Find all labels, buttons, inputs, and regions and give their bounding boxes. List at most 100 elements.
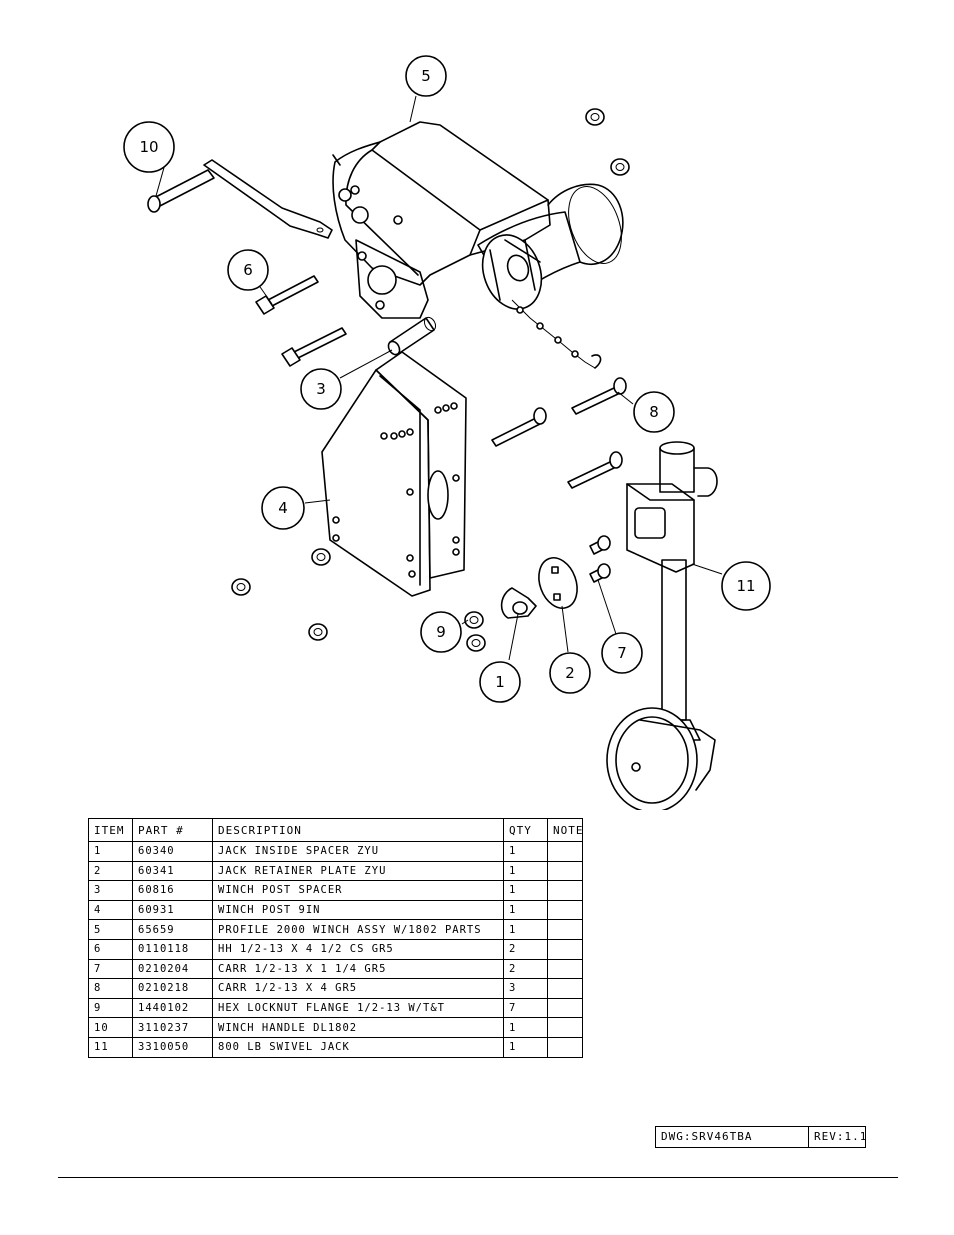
bom-qty: 3 [503,978,548,999]
bom-qty: 1 [503,841,548,862]
bom-part-number: 0210218 [132,978,213,999]
bom-description: CARR 1/2-13 X 1 1/4 GR5 [212,958,504,980]
callout-bubble-10: 10 [123,121,175,173]
bom-qty: 7 [503,997,548,1019]
callout-bubble-11: 11 [721,561,771,611]
table-row: 7 0210204 CARR 1/2-13 X 1 1/4 GR5 2 [88,958,583,980]
callout-bubble-6: 6 [227,249,269,291]
bom-description: WINCH POST 9IN [212,899,504,921]
bom-header-qty: QTY [503,818,548,842]
bom-note [547,997,583,1019]
bom-part-number: 0110118 [132,938,213,960]
table-row: 11 3310050 800 LB SWIVEL JACK 1 [88,1036,583,1058]
bom-header-note: NOTE [547,818,583,842]
callout-label-2: 2 [565,664,575,682]
hex-locknut-parts [231,108,630,652]
callout-label-1: 1 [495,673,505,691]
bom-part-number: 65659 [132,919,213,940]
winch-post-part [321,351,467,597]
swivel-jack-part [606,441,718,810]
winch-assembly-part [332,121,624,369]
callout-bubble-3: 3 [300,368,342,410]
footer-divider [58,1177,898,1178]
bom-note [547,860,583,882]
table-row: 8 0210218 CARR 1/2-13 X 4 GR5 3 [88,978,583,999]
bom-header-item: ITEM [88,818,133,842]
bom-part-number: 60931 [132,899,213,921]
bom-part-number: 3110237 [132,1017,213,1038]
table-row: 6 0110118 HH 1/2-13 X 4 1/2 CS GR5 2 [88,938,583,960]
bom-item: 6 [88,938,133,960]
table-row: 3 60816 WINCH POST SPACER 1 [88,880,583,901]
table-row: 2 60341 JACK RETAINER PLATE ZYU 1 [88,860,583,882]
bom-note [547,919,583,940]
bom-note [547,1017,583,1038]
bom-part-number: 60340 [132,841,213,862]
bom-part-number: 0210204 [132,958,213,980]
bom-item: 9 [88,997,133,1019]
bom-item: 7 [88,958,133,980]
callout-bubble-7: 7 [601,632,643,674]
bom-part-number: 3310050 [132,1036,213,1058]
winch-post-spacer-part [387,316,437,356]
revision-label: REV:1.1 [814,1130,868,1143]
carriage-bolt-short-parts [589,535,611,583]
bom-item: 8 [88,978,133,999]
bom-note [547,899,583,921]
bom-note [547,978,583,999]
table-row: 4 60931 WINCH POST 9IN 1 [88,899,583,921]
bom-description: HEX LOCKNUT FLANGE 1/2-13 W/T&T [212,997,504,1019]
bom-qty: 1 [503,860,548,882]
table-row: 9 1440102 HEX LOCKNUT FLANGE 1/2-13 W/T&… [88,997,583,1019]
callout-label-9: 9 [436,623,446,641]
callout-label-6: 6 [243,261,253,279]
callout-bubble-9: 9 [420,611,462,653]
bom-description: 800 LB SWIVEL JACK [212,1036,504,1058]
table-row: 10 3110237 WINCH HANDLE DL1802 1 [88,1017,583,1038]
bom-part-number: 1440102 [132,997,213,1019]
table-row: 1 60340 JACK INSIDE SPACER ZYU 1 [88,841,583,862]
bom-qty: 1 [503,919,548,940]
bom-qty: 1 [503,1017,548,1038]
title-block: DWG:SRV46TBA REV:1.1 [655,1126,866,1148]
bom-note [547,841,583,862]
bom-part-number: 60816 [132,880,213,901]
exploded-assembly-drawing: 5 10 6 3 4 8 11 9 1 2 7 [123,55,771,810]
bom-qty: 1 [503,899,548,921]
bom-description: JACK RETAINER PLATE ZYU [212,860,504,882]
bom-description: WINCH POST SPACER [212,880,504,901]
callout-bubble-8: 8 [633,391,675,433]
callout-label-10: 10 [139,138,158,156]
callout-label-7: 7 [617,644,627,662]
bom-note [547,880,583,901]
callout-label-8: 8 [649,403,659,421]
bom-item: 1 [88,841,133,862]
carriage-bolt-long-parts [491,377,627,489]
bom-description: JACK INSIDE SPACER ZYU [212,841,504,862]
bom-qty: 2 [503,958,548,980]
bom-description: WINCH HANDLE DL1802 [212,1017,504,1038]
drawing-number: DWG:SRV46TBA [656,1127,809,1147]
bom-note [547,1036,583,1058]
bom-note [547,938,583,960]
callout-bubble-2: 2 [549,652,591,694]
table-row: 5 65659 PROFILE 2000 WINCH ASSY W/1802 P… [88,919,583,940]
callout-bubble-4: 4 [261,486,305,530]
bom-description: PROFILE 2000 WINCH ASSY W/1802 PARTS [212,919,504,940]
callout-bubble-5: 5 [405,55,447,97]
bom-description: CARR 1/2-13 X 4 GR5 [212,978,504,999]
callout-bubble-1: 1 [479,661,521,703]
bom-item: 2 [88,860,133,882]
callout-label-5: 5 [421,67,431,85]
bom-item: 4 [88,899,133,921]
bom-item: 10 [88,1017,133,1038]
callout-label-3: 3 [316,380,326,398]
winch-handle-part [147,159,333,239]
bom-qty: 1 [503,1036,548,1058]
bom-qty: 1 [503,880,548,901]
bom-header-part-number: PART # [132,818,213,842]
callout-label-4: 4 [278,499,288,517]
callout-label-11: 11 [736,577,755,595]
bom-header-row: ITEM PART # DESCRIPTION QTY NOTE [88,818,583,842]
bom-item: 5 [88,919,133,940]
